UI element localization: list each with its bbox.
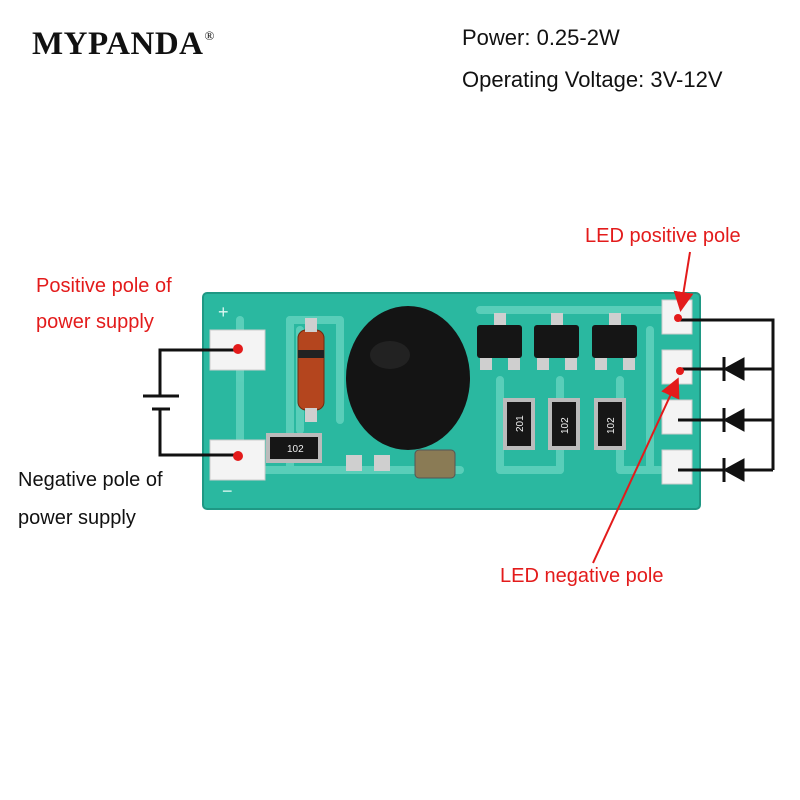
label-power-positive: Positive pole of power supply [36,268,172,340]
brand-logo: MYPANDA® [32,26,215,63]
label-led-negative: LED negative pole [500,565,664,587]
label-power-negative: Negative pole of power supply [18,461,163,537]
power-negative-dot [233,451,243,461]
registered-mark: ® [204,28,215,43]
led-positive-dot [674,314,682,322]
resistor-left-marking: 102 [287,444,304,455]
label-power-positive-line2: power supply [36,311,154,333]
led-negative-arrow [592,377,680,564]
spec-voltage: Operating Voltage: 3V-12V [462,67,723,92]
label-power-negative-line1: Negative pole of [18,469,163,491]
label-power-positive-line1: Positive pole of [36,275,172,297]
ic-epoxy-blob [346,306,470,450]
battery-symbol [143,348,238,457]
label-led-positive: LED positive pole [585,225,741,247]
svg-text:+: + [218,302,229,322]
resistors: 201 102 102 102 [266,398,626,463]
resistor-1-marking: 201 [515,415,526,432]
svg-text:−: − [222,481,233,501]
resistor-3-marking: 102 [606,417,617,434]
label-power-negative-line2: power supply [18,507,136,529]
transistors [477,313,637,370]
brand-name: MYPANDA [32,26,204,62]
spec-power: Power: 0.25-2W [462,25,620,50]
resistor-2-marking: 102 [560,417,571,434]
led-positive-arrow [673,251,694,312]
led-diode-icons [722,357,745,482]
power-positive-dot [233,344,243,354]
led-negative-dot [676,367,684,375]
pcb-board: + − 2 [202,292,701,510]
